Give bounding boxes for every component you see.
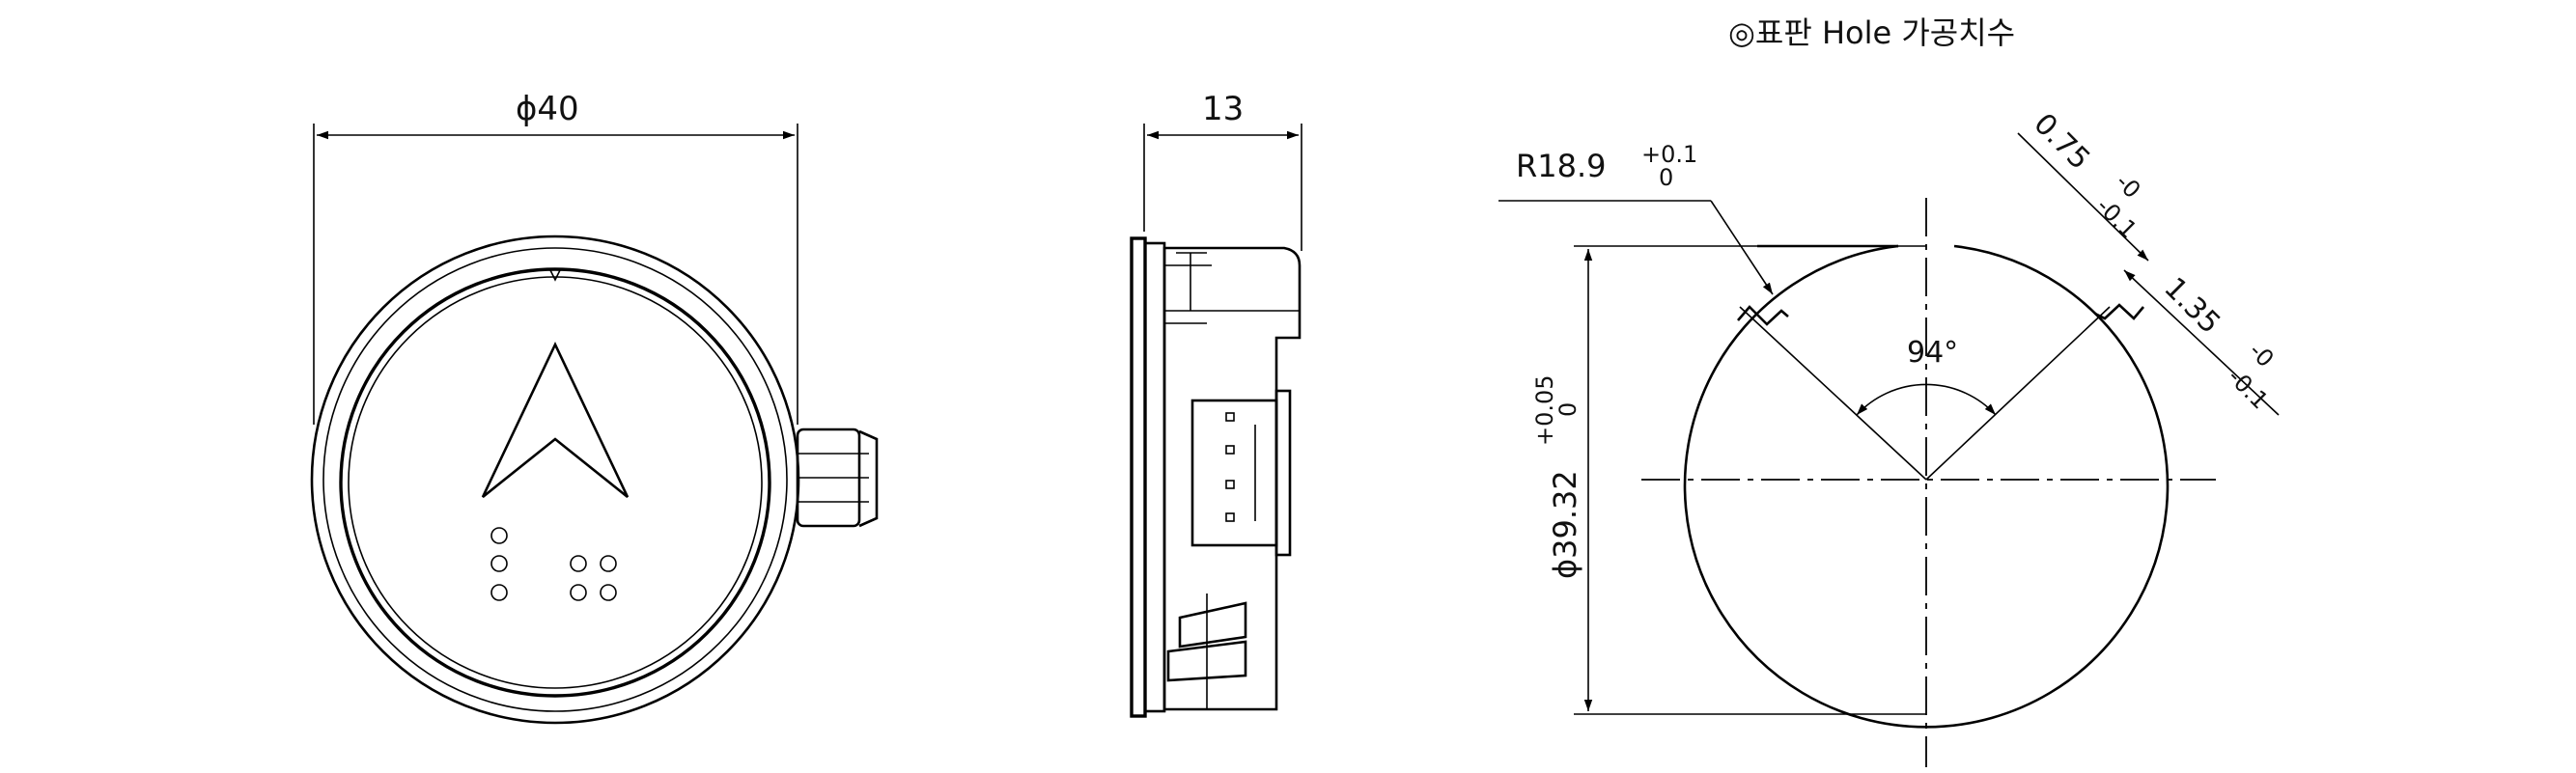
radius-tol-upper: +0.1	[1641, 141, 1697, 168]
radius-label: R18.9	[1516, 148, 1606, 184]
side-view: 13	[1130, 90, 1302, 718]
hole-diameter-label: ϕ39.32	[1547, 470, 1583, 579]
front-diameter-dimension: ϕ40	[313, 90, 798, 425]
connector-knob	[796, 428, 879, 528]
button-face-rim	[339, 267, 771, 698]
slot-depth-tol-lower: -0.1	[2223, 363, 2274, 414]
slot-depth-tol-upper: -0	[2244, 337, 2280, 373]
button-face	[348, 276, 763, 689]
slot-width-label: 0.75	[2027, 107, 2096, 177]
angle-arc	[1856, 383, 1997, 416]
slot-width-tol-lower: -0.1	[2091, 192, 2142, 243]
hole-outline	[1683, 244, 2170, 729]
front-diameter-label: ϕ40	[516, 90, 579, 128]
hole-diameter-tol-lower: 0	[1554, 402, 1582, 417]
hole-diameter-tol-upper: +0.05	[1531, 374, 1558, 446]
bezel-inner-ring	[322, 247, 788, 712]
hole-diameter-dimension: ϕ39.32 +0.05 0	[1531, 245, 1926, 715]
radius-tol-lower: 0	[1659, 164, 1673, 191]
angle-label: 94°	[1907, 336, 1958, 370]
slot-depth-dimension: 1.35 -0 -0.1	[2123, 269, 2280, 416]
front-view: ϕ40	[310, 90, 879, 725]
braille-dots-icon	[490, 527, 617, 601]
radius-dimension: R18.9 +0.1 0	[1498, 141, 1774, 295]
drawing-title: ◎표판 Hole 가공치수	[1728, 14, 2015, 51]
hole-view: ϕ39.32 +0.05 0 94° R18.9 +0.1 0 0.75 -0 …	[1498, 107, 2280, 767]
top-notch	[548, 267, 562, 282]
slot-depth-label: 1.35	[2157, 271, 2226, 341]
up-arrow-icon	[481, 341, 630, 499]
side-thickness-label: 13	[1202, 90, 1244, 128]
side-thickness-dimension: 13	[1143, 90, 1302, 251]
outer-bezel	[310, 235, 800, 725]
slot-width-dimension: 0.75 -0 -0.1	[2017, 107, 2149, 262]
